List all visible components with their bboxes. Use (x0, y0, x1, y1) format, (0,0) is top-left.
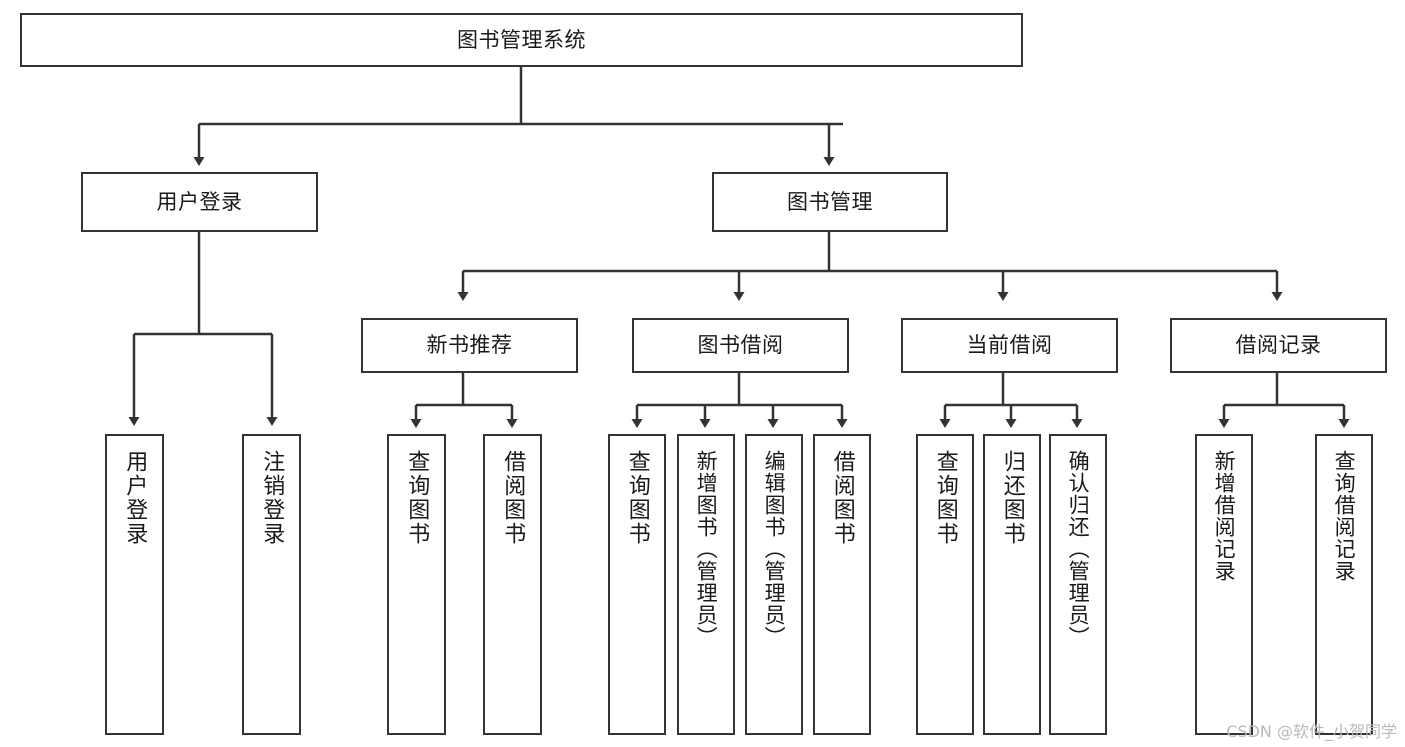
node-book-borrow-label: 图书借阅 (697, 333, 784, 358)
node-leaf-edit-book[interactable]: 编辑图书（管理员） (745, 434, 803, 735)
node-user-login[interactable]: 用户登录 (81, 172, 318, 232)
node-root-label: 图书管理系统 (457, 27, 586, 52)
node-leaf-borrow-book-1[interactable]: 借阅图书 (483, 434, 542, 735)
node-leaf-query-book-2-label: 查询图书 (624, 450, 650, 546)
node-leaf-return-book-label: 归还图书 (999, 450, 1025, 546)
node-current-borrow[interactable]: 当前借阅 (901, 318, 1118, 373)
node-leaf-return-book[interactable]: 归还图书 (983, 434, 1041, 735)
node-leaf-query-book-2[interactable]: 查询图书 (608, 434, 666, 735)
node-leaf-query-book-3-label: 查询图书 (932, 450, 958, 546)
node-new-book-recommend-label: 新书推荐 (426, 333, 513, 358)
node-leaf-add-record-label: 新增借阅记录 (1212, 450, 1237, 582)
node-leaf-query-book-1-label: 查询图书 (404, 450, 430, 546)
node-leaf-add-book-label: 新增图书（管理员） (694, 450, 719, 648)
node-leaf-query-book-1[interactable]: 查询图书 (387, 434, 446, 735)
node-book-manage[interactable]: 图书管理 (712, 172, 948, 232)
node-leaf-user-login[interactable]: 用户登录 (105, 434, 164, 735)
node-leaf-query-record[interactable]: 查询借阅记录 (1315, 434, 1373, 735)
node-leaf-query-record-label: 查询借阅记录 (1332, 450, 1357, 582)
node-leaf-borrow-book-1-label: 借阅图书 (500, 450, 526, 546)
node-current-borrow-label: 当前借阅 (966, 333, 1053, 358)
node-leaf-add-book[interactable]: 新增图书（管理员） (677, 434, 735, 735)
node-leaf-user-login-label: 用户登录 (122, 450, 148, 546)
node-leaf-user-logout[interactable]: 注销登录 (242, 434, 301, 735)
node-leaf-edit-book-label: 编辑图书（管理员） (762, 450, 787, 648)
node-leaf-query-book-3[interactable]: 查询图书 (916, 434, 974, 735)
node-new-book-recommend[interactable]: 新书推荐 (361, 318, 578, 373)
node-book-borrow[interactable]: 图书借阅 (632, 318, 849, 373)
node-leaf-add-record[interactable]: 新增借阅记录 (1195, 434, 1253, 735)
node-book-manage-label: 图书管理 (787, 189, 873, 214)
node-user-login-label: 用户登录 (156, 189, 243, 214)
node-borrow-record-label: 借阅记录 (1235, 333, 1322, 358)
watermark: CSDN @软件_小贺同学 (1226, 722, 1397, 741)
node-leaf-borrow-book-2-label: 借阅图书 (829, 450, 855, 546)
node-borrow-record[interactable]: 借阅记录 (1170, 318, 1387, 373)
node-leaf-confirm-return[interactable]: 确认归还（管理员） (1049, 434, 1107, 735)
node-root[interactable]: 图书管理系统 (20, 13, 1023, 67)
node-leaf-borrow-book-2[interactable]: 借阅图书 (813, 434, 871, 735)
node-leaf-user-logout-label: 注销登录 (259, 450, 285, 546)
node-leaf-confirm-return-label: 确认归还（管理员） (1066, 450, 1091, 648)
